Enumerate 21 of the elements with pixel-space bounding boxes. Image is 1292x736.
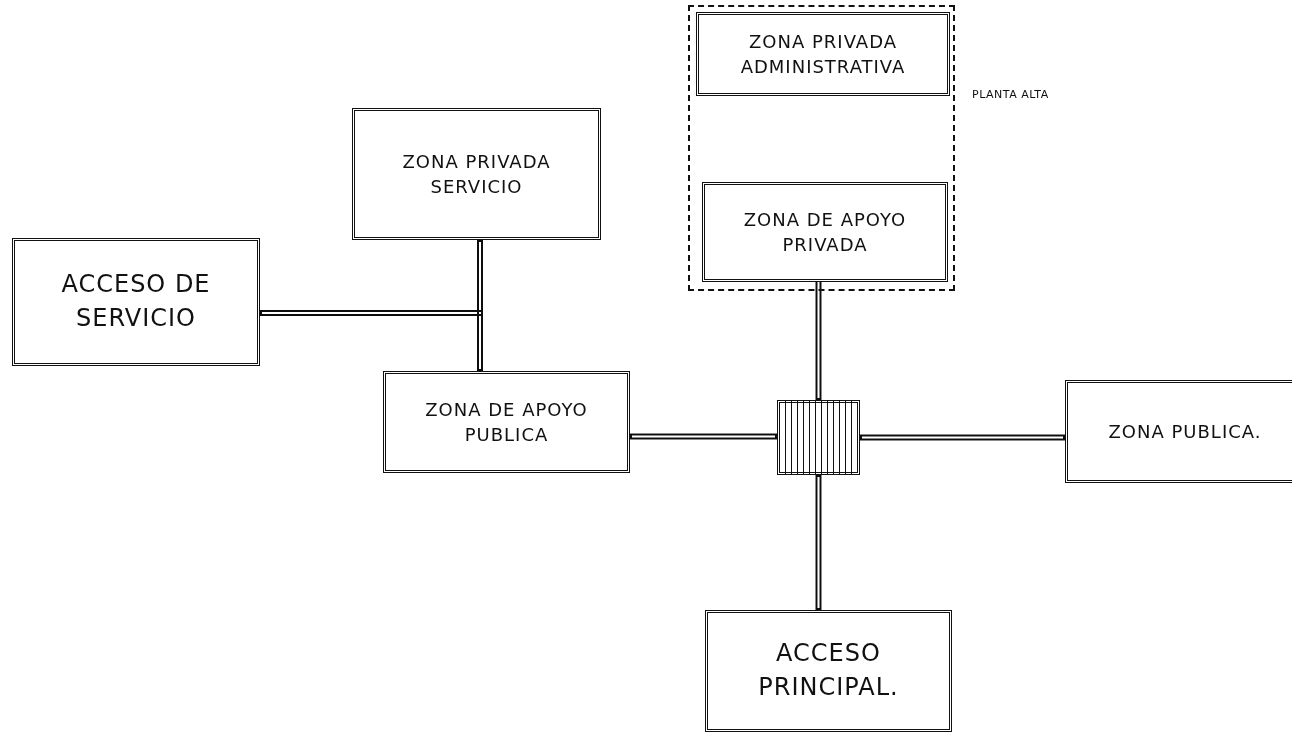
zone-box [696,12,950,96]
zone-box [352,108,601,240]
floor-note: PLANTA ALTA [972,88,1049,101]
double-line-connector [815,280,822,400]
zone-label: ZONA PRIVADA SERVICIO [401,149,552,199]
zone-box [1065,380,1292,483]
double-line-connector [815,475,822,610]
zone-box [705,610,952,732]
zone-box [383,371,630,473]
zone-box [12,238,260,366]
dashed-group-boundary [688,5,955,291]
double-line-connector [860,434,1065,441]
hatched-hall-box [777,400,860,475]
zone-label: ZONA DE APOYO PUBLICA [424,397,589,447]
zone-label: ACCESO DE SERVICIO [60,269,212,334]
double-line-connector [630,433,777,440]
zone-label: ACCESO PRINCIPAL. [757,638,900,703]
zone-label: ZONA PRIVADA ADMINISTRATIVA [739,29,907,79]
zone-label: ZONA PUBLICA. [1108,419,1262,444]
zone-label: ZONA DE APOYO PRIVADA [742,207,908,257]
zone-box [702,182,948,282]
